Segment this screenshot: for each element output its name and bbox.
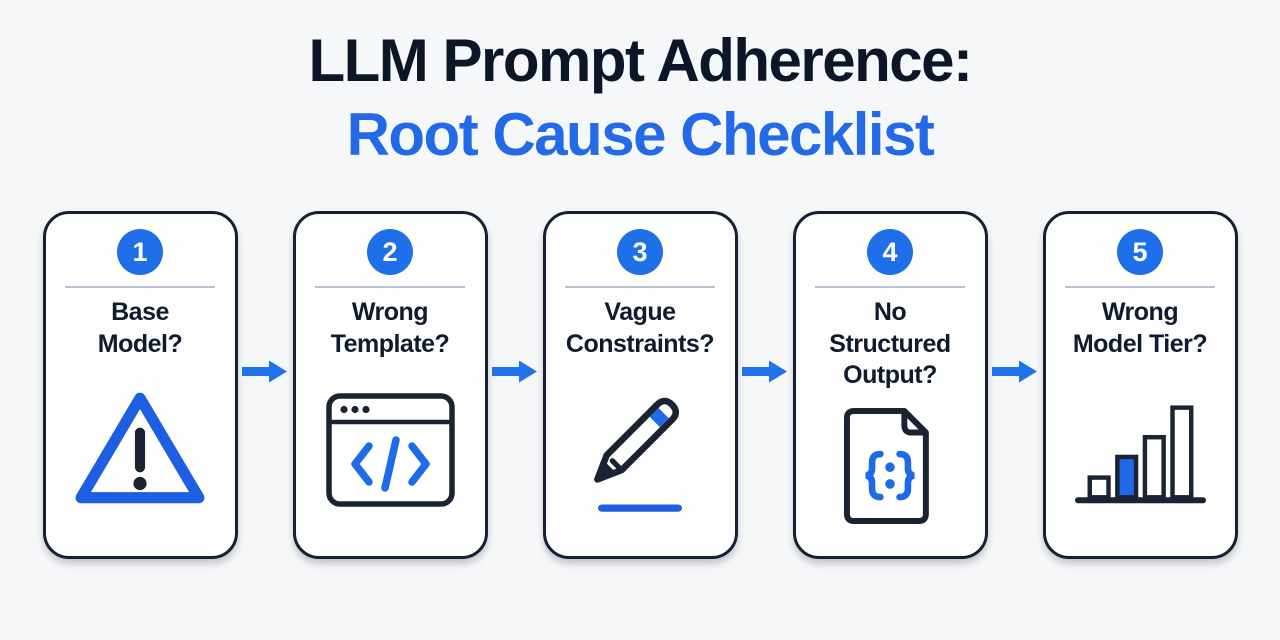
card-wrong-model-tier: 5 Wrong Model Tier? [1042, 211, 1238, 559]
divider-line [315, 286, 465, 288]
step-number-badge: 2 [367, 229, 413, 275]
divider-line [815, 286, 965, 288]
arrow-slot [738, 211, 793, 385]
bar-chart-icon [1052, 360, 1229, 540]
page-title-line2: Root Cause Checklist [346, 101, 935, 168]
arrow-slot [238, 211, 293, 385]
checklist-row: 1 Base Model? 2 Wrong Template? [0, 211, 1280, 559]
step-number-badge: 5 [1117, 229, 1163, 275]
divider-line [565, 286, 715, 288]
page-title-line1: LLM Prompt Adherence: [308, 27, 973, 94]
pencil-icon [552, 360, 729, 540]
json-document-icon [802, 392, 979, 541]
card-question: No Structured Output? [829, 298, 951, 389]
arrow-slot [988, 211, 1043, 385]
code-window-icon [302, 360, 479, 540]
card-question: Vague Constraints? [565, 298, 715, 358]
arrow-right-icon [492, 360, 537, 383]
arrow-slot [488, 211, 543, 385]
arrow-right-icon [992, 360, 1037, 383]
step-number-badge: 1 [117, 229, 163, 275]
divider-line [65, 286, 215, 288]
step-number-badge: 4 [867, 229, 913, 275]
card-vague-constraints: 3 Vague Constraints? [542, 211, 738, 559]
card-question: Wrong Model Tier? [1072, 298, 1208, 358]
divider-line [1065, 286, 1215, 288]
card-base-model: 1 Base Model? [42, 211, 238, 559]
card-question: Base Model? [97, 298, 183, 358]
card-question: Wrong Template? [330, 298, 450, 358]
arrow-right-icon [242, 360, 287, 383]
card-no-structured-output: 4 No Structured Output? [792, 211, 988, 559]
title-block: LLM Prompt Adherence: Root Cause Checkli… [0, 0, 1280, 166]
warning-triangle-icon [52, 360, 229, 540]
step-number-badge: 3 [617, 229, 663, 275]
card-wrong-template: 2 Wrong Template? [292, 211, 488, 559]
arrow-right-icon [742, 360, 787, 383]
